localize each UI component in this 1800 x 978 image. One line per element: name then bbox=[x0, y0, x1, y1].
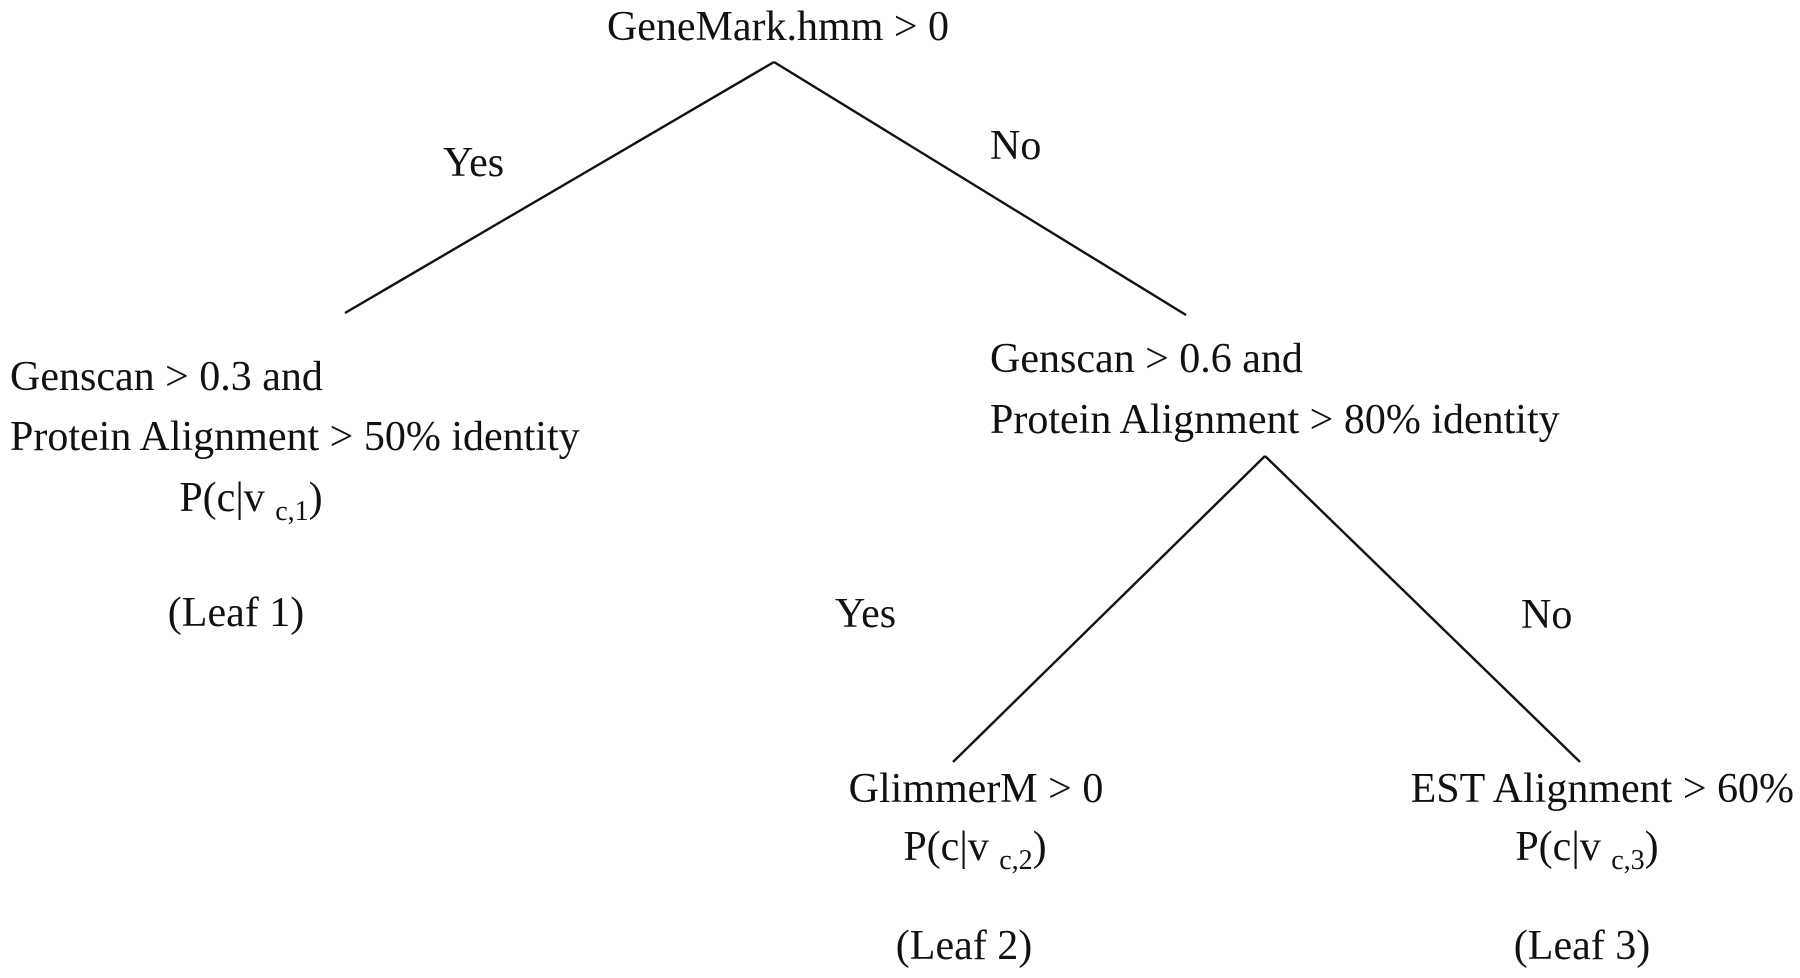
leaf3-prob-suffix: ) bbox=[1644, 824, 1659, 870]
edge-node2-yes bbox=[952, 455, 1266, 763]
leaf1-prob-prefix: P(c|v bbox=[179, 475, 265, 521]
leaf1-prob-suffix: ) bbox=[308, 475, 323, 521]
leaf3-name: (Leaf 3) bbox=[1513, 923, 1651, 969]
leaf1-name: (Leaf 1) bbox=[167, 590, 305, 636]
leaf2-condition: GlimmerM > 0 bbox=[848, 766, 1104, 812]
leaf2-probability: P(c|v c,2) bbox=[903, 823, 1046, 877]
leaf1-prob-subscript: c,1 bbox=[275, 496, 309, 527]
edge-label-root-yes: Yes bbox=[443, 140, 505, 186]
leaf2-prob-prefix: P(c|v bbox=[903, 824, 989, 870]
edge-label-node2-no: No bbox=[1521, 592, 1573, 638]
edge-root-yes bbox=[344, 60, 775, 315]
leaf1-condition-line2: Protein Alignment > 50% identity bbox=[10, 414, 580, 460]
leaf3-condition: EST Alignment > 60% bbox=[1410, 766, 1794, 812]
leaf2-prob-suffix: ) bbox=[1032, 824, 1047, 870]
leaf1-probability: P(c|v c,1) bbox=[179, 474, 322, 528]
edge-root-no bbox=[773, 60, 1187, 317]
leaf1-condition-line1: Genscan > 0.3 and bbox=[10, 354, 323, 400]
leaf3-probability: P(c|v c,3) bbox=[1515, 823, 1658, 877]
node2-condition-line1: Genscan > 0.6 and bbox=[990, 336, 1303, 382]
node2-condition-line2: Protein Alignment > 80% identity bbox=[990, 397, 1560, 443]
leaf2-prob-subscript: c,2 bbox=[999, 845, 1033, 876]
leaf3-prob-prefix: P(c|v bbox=[1515, 824, 1601, 870]
leaf3-prob-subscript: c,3 bbox=[1611, 845, 1645, 876]
edge-label-node2-yes: Yes bbox=[835, 591, 897, 637]
leaf2-name: (Leaf 2) bbox=[895, 923, 1033, 969]
root-condition: GeneMark.hmm > 0 bbox=[606, 4, 950, 50]
edge-node2-no bbox=[1264, 455, 1581, 763]
edge-label-root-no: No bbox=[990, 123, 1042, 169]
